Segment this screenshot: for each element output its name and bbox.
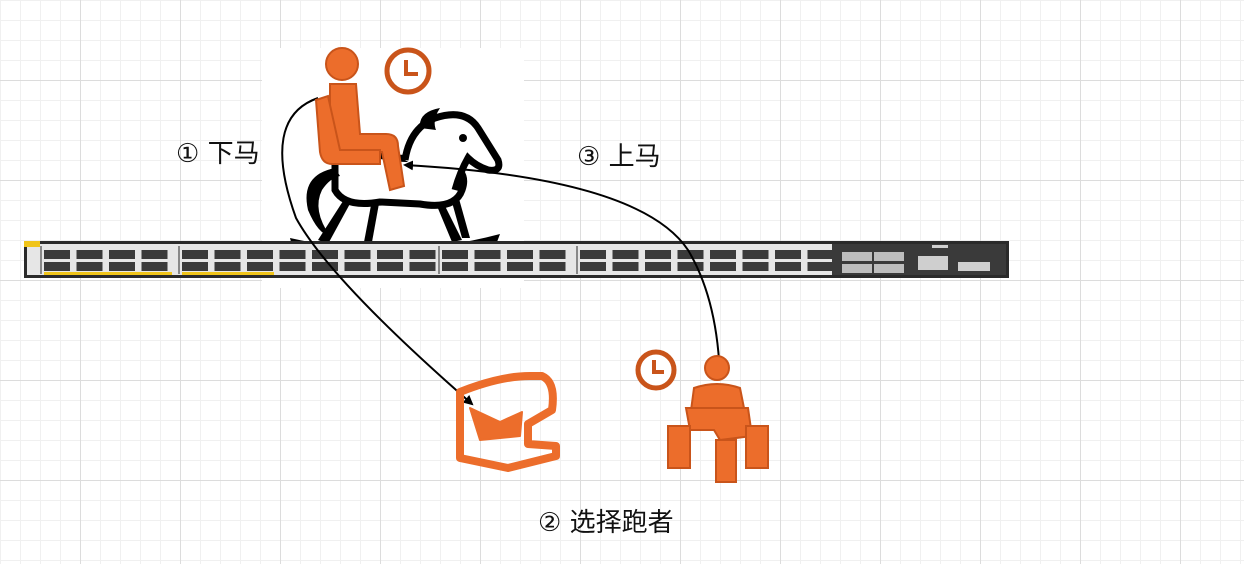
switch-port (214, 250, 241, 259)
switch-port (807, 262, 834, 271)
switch-port (612, 250, 639, 259)
switch-port (775, 250, 801, 259)
switch-port (247, 250, 273, 259)
switch-port (141, 250, 168, 259)
management-port (958, 262, 990, 271)
port-group-divider (178, 246, 180, 274)
port-led-strip (44, 272, 172, 275)
port-led-strip (182, 272, 274, 275)
port-group-divider (40, 246, 42, 274)
switch-port (109, 262, 135, 271)
step2-label: ② 选择跑者 (538, 508, 674, 538)
switch-port (279, 250, 306, 259)
management-port (918, 256, 948, 270)
switch-port (377, 262, 403, 271)
switch-port (742, 262, 769, 271)
arrow-dismount (281, 97, 474, 406)
switch-port (44, 250, 70, 259)
switch-port (312, 262, 338, 271)
step1-label: ① 下马 (176, 139, 260, 169)
switch-port (677, 262, 704, 271)
switch-port (645, 262, 671, 271)
switch-port (507, 250, 533, 259)
switch-port (214, 262, 241, 271)
switch-port (279, 262, 306, 271)
switch-port (807, 250, 834, 259)
switch-port (612, 262, 639, 271)
switch-port (775, 262, 801, 271)
switch-port (344, 262, 371, 271)
switch-port (409, 250, 436, 259)
switch-port (141, 262, 168, 271)
switch-port (742, 250, 769, 259)
switch-port (539, 250, 566, 259)
switch-port (109, 250, 135, 259)
switch-port (507, 262, 533, 271)
management-port (932, 245, 948, 248)
switch-port (710, 250, 736, 259)
switch-port (580, 262, 606, 271)
switch-port (344, 250, 371, 259)
switch-port (44, 262, 70, 271)
clock-icon (384, 47, 432, 95)
switch-port (442, 250, 468, 259)
switch-port (710, 262, 736, 271)
switch-port (377, 250, 403, 259)
step3-label: ③ 上马 (577, 142, 661, 172)
clock-icon (635, 349, 677, 391)
switch-port (312, 250, 338, 259)
switch-port (442, 262, 468, 271)
sfp-port (842, 252, 872, 261)
switch-port (539, 262, 566, 271)
switch-port (76, 250, 103, 259)
switch-port (182, 250, 208, 259)
arrow-mount (403, 160, 721, 381)
sfp-port (842, 264, 872, 273)
sfp-port (874, 252, 904, 261)
switch-port (409, 262, 436, 271)
switch-port (182, 262, 208, 271)
switch-port (474, 262, 501, 271)
switch-port (645, 250, 671, 259)
switch-port (474, 250, 501, 259)
person-seated-icon (667, 355, 769, 483)
switch-port (247, 262, 273, 271)
network-switch-icon (24, 241, 1009, 278)
sfp-port (874, 264, 904, 273)
runner-selector-icon (456, 372, 560, 472)
switch-port (580, 250, 606, 259)
person-riding-icon (314, 47, 406, 192)
switch-port (76, 262, 103, 271)
port-group-divider (576, 246, 578, 274)
port-group-divider (438, 246, 440, 274)
